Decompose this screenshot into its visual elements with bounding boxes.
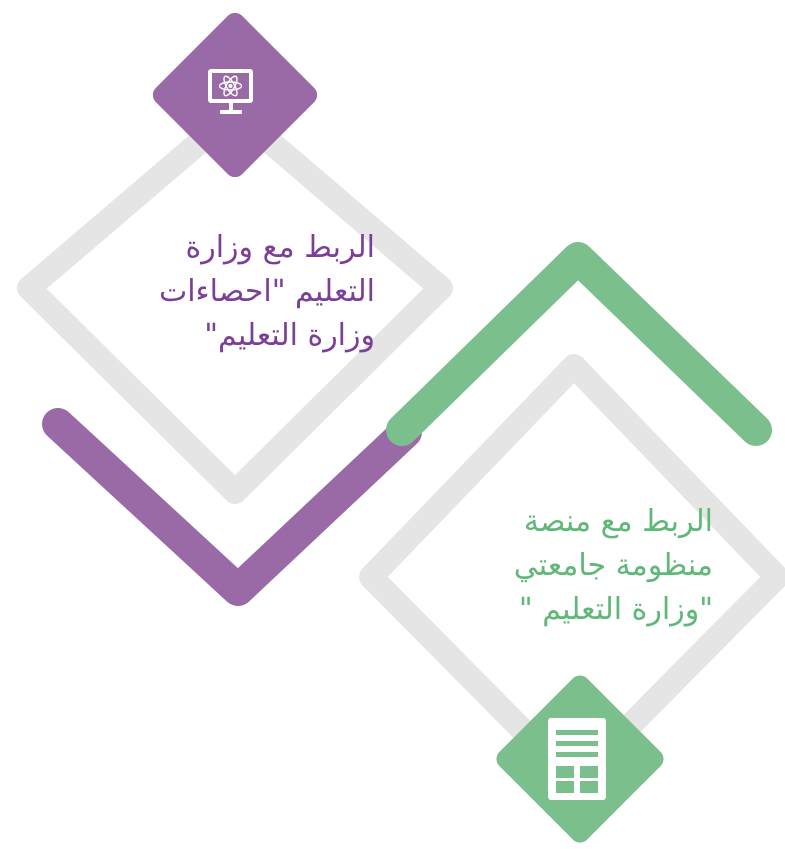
card-text-line: الربط مع منصة	[523, 504, 713, 539]
card-text-line: وزارة التعليم"	[204, 318, 375, 353]
green-chevron	[386, 242, 772, 446]
document-layout-icon	[548, 718, 606, 800]
purple-chevron	[42, 408, 422, 606]
card-text-line: منظومة جامعتي	[513, 548, 713, 583]
monitor-atom-icon	[208, 69, 253, 114]
card-text-line: التعليم "احصاءات	[158, 274, 375, 309]
card-text-line: "وزارة التعليم "	[518, 592, 713, 627]
jamiati-card-text: الربط مع منصة منظومة جامعتي "وزارة التعل…	[514, 500, 713, 632]
card-text-line: الربط مع وزارة	[185, 230, 375, 265]
gray-diamond-frame-1	[17, 100, 453, 504]
statistics-card-text: الربط مع وزارة التعليم "احصاءات وزارة ال…	[159, 226, 375, 358]
